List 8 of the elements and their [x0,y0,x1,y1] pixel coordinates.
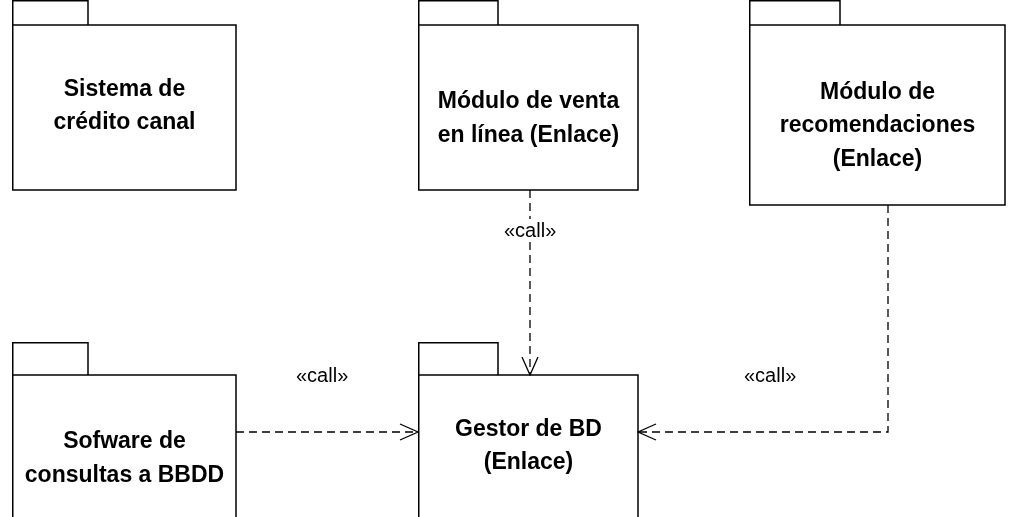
package-name: Sofware de consultas a BBDD [23,426,226,489]
package-name: Gestor de BD (Enlace) [454,413,603,476]
dependency-arrow [521,189,539,376]
package-name: Módulo de recomendaciones (Enlace) [778,77,977,173]
package-name: Módulo de venta en línea (Enlace) [436,86,621,149]
dependency-arrow [235,423,419,441]
dependency-arrow [637,204,889,441]
package-name: Sistema de crédito canal [52,73,197,136]
